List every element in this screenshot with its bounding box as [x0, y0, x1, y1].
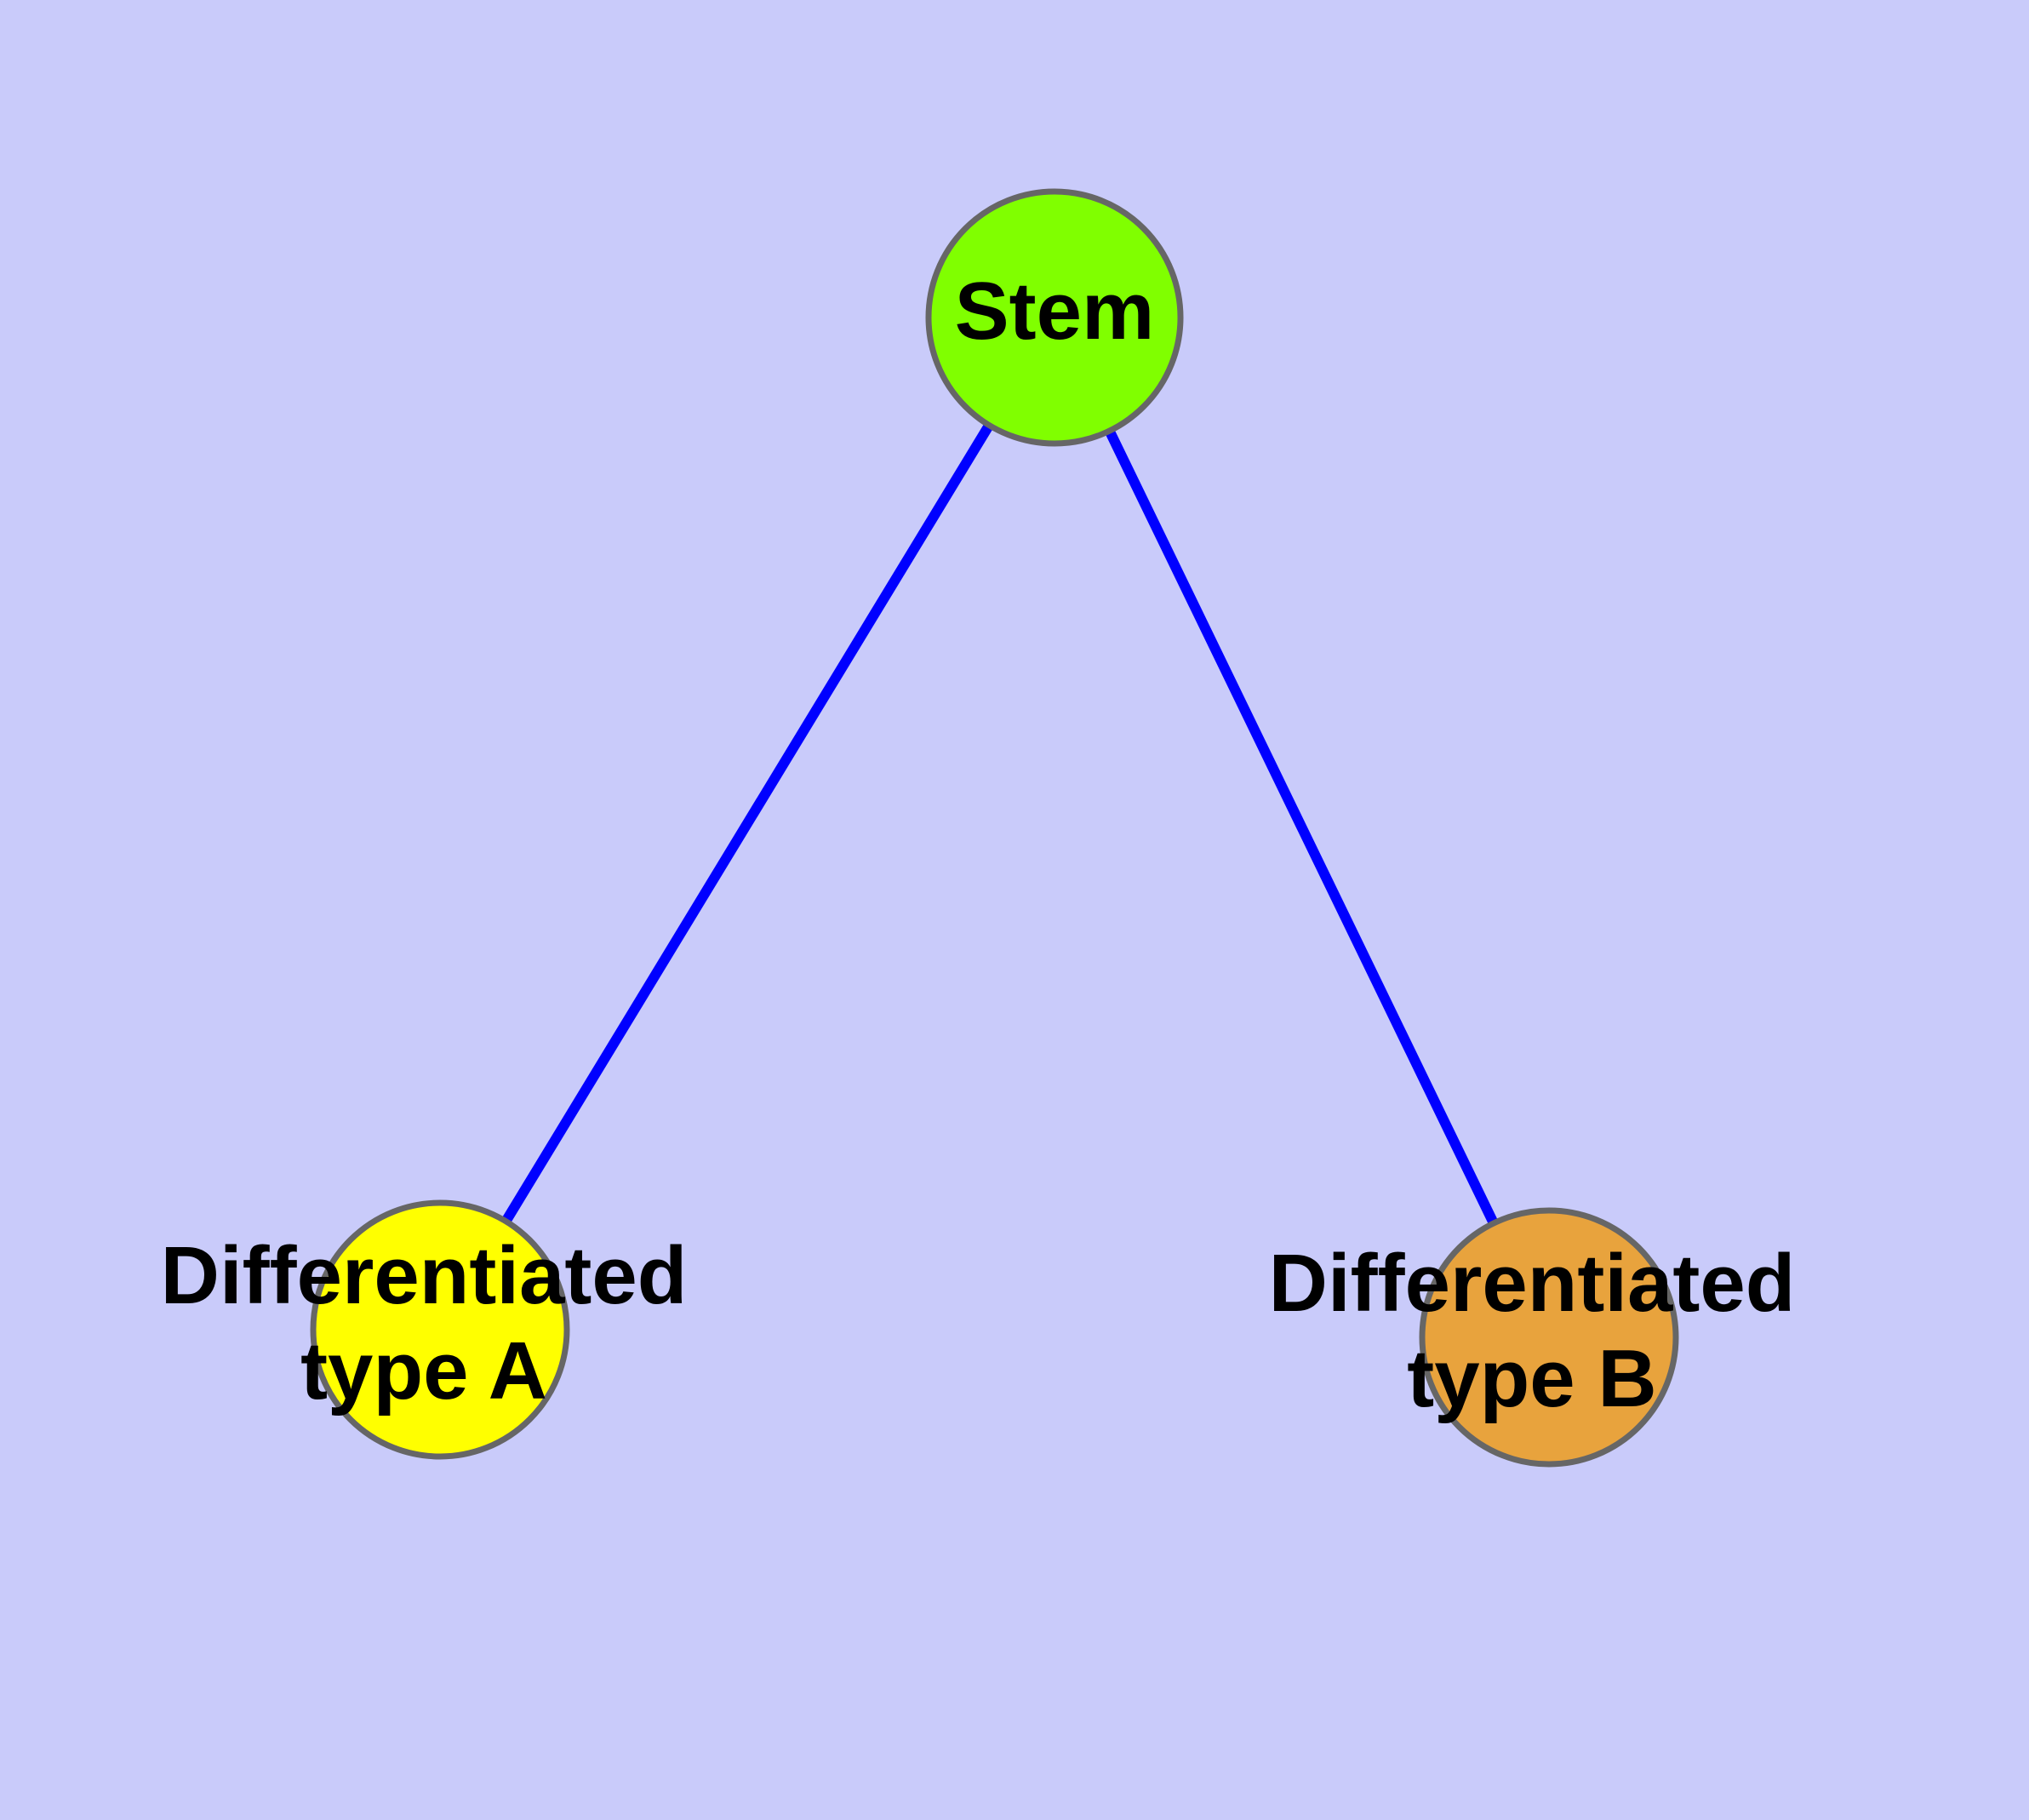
node-label-line: type B	[1407, 1333, 1656, 1424]
edge-stem-to-diff_a[interactable]	[435, 314, 1060, 1333]
node-diff_a[interactable]	[310, 1199, 570, 1460]
node-label-stem: Stem	[955, 266, 1155, 357]
node-label-line: Differentiated	[161, 1230, 688, 1321]
edge-stem-to-diff_b[interactable]	[1049, 315, 1554, 1340]
node-label-line: type A	[300, 1325, 547, 1417]
node-label-line: Stem	[955, 266, 1155, 357]
node-stem[interactable]	[925, 188, 1184, 447]
nodes-layer	[310, 188, 1679, 1468]
edges-layer	[435, 314, 1554, 1340]
node-diff_b[interactable]	[1419, 1207, 1679, 1468]
node-label-line: Differentiated	[1269, 1238, 1796, 1329]
